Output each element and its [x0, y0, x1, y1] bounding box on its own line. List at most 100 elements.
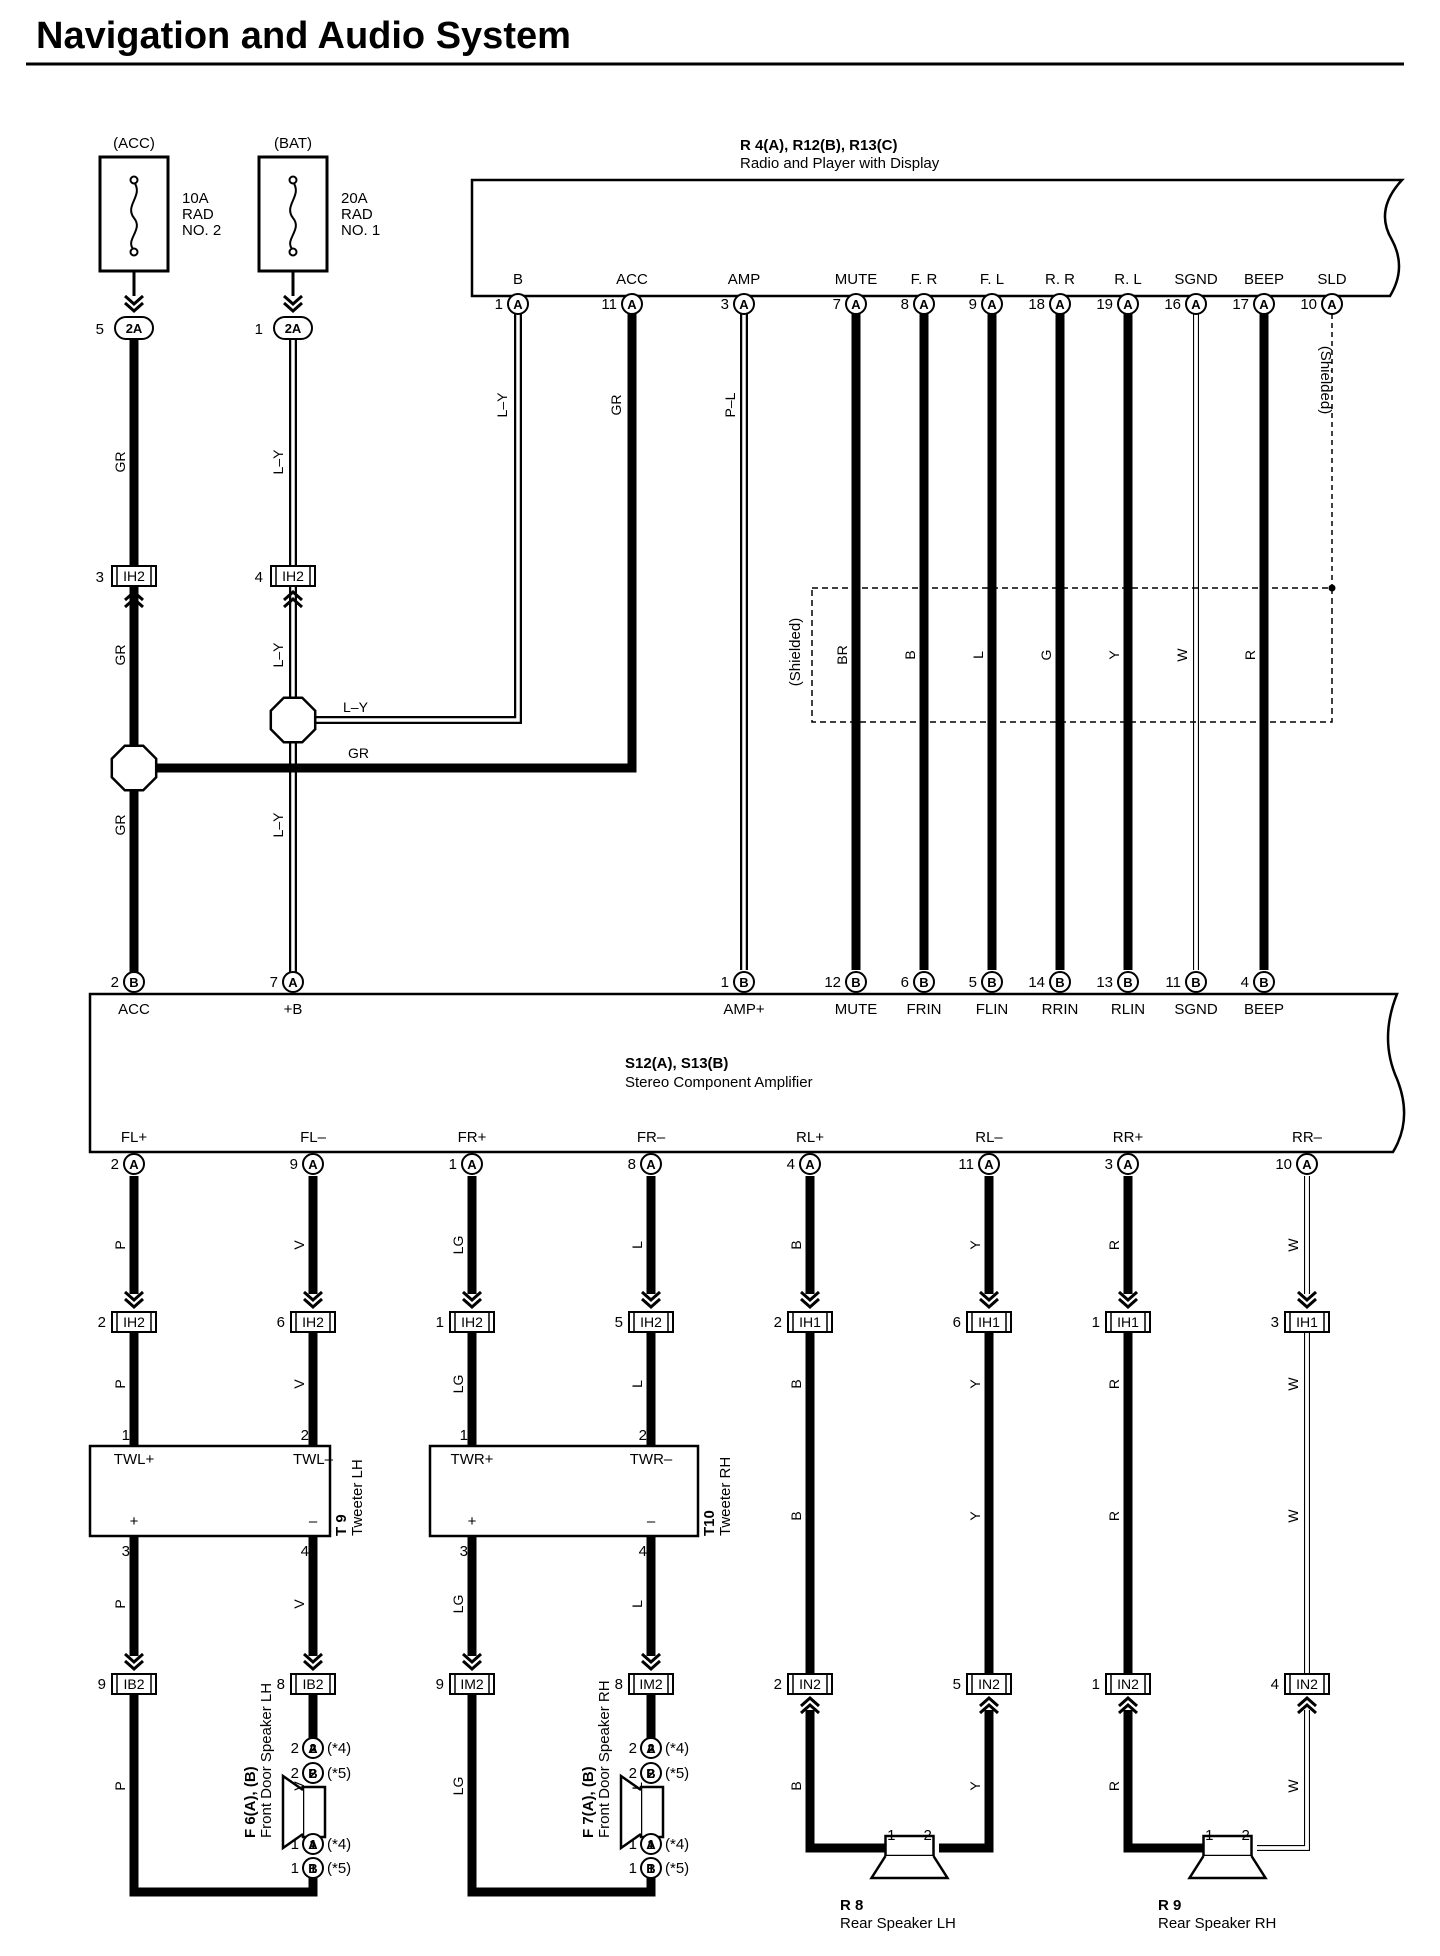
tw-0-pin-in2: 2 [301, 1427, 309, 1444]
door-1-ca: 2 [647, 1741, 654, 1756]
lj-chevron-7 [1297, 1695, 1317, 1708]
wc-out-d-4: B [788, 1781, 804, 1790]
amp-in-label-5: FLIN [976, 1001, 1009, 1018]
amp-in-label-8: SGND [1174, 1001, 1218, 1018]
amp-out-conn-5: A [984, 1157, 994, 1172]
rear-1-cone [1187, 1855, 1268, 1880]
lower-junc-6-box [1105, 1673, 1151, 1695]
out-junc-0-box [111, 1311, 157, 1333]
lower-junc-3-box [628, 1673, 674, 1695]
tw-1-pin-in1: 1 [460, 1427, 468, 1444]
amp-out-conn-3: A [646, 1157, 656, 1172]
amp-out-label-3: FR– [637, 1129, 666, 1146]
door-0-nb2: (*5) [327, 1860, 351, 1877]
radio-pin-num-10: 10 [1300, 296, 1317, 313]
out-junc-pin-3: 5 [615, 1314, 623, 1331]
door-0-loop [129, 1694, 318, 1897]
tw-0-pin-out2: 4 [301, 1543, 309, 1560]
amp-in-label-2: AMP+ [723, 1001, 765, 1018]
door-0-na2: (*4) [327, 1836, 351, 1853]
lj-chevron-4 [800, 1695, 820, 1708]
out-junc-pin-7: 3 [1271, 1314, 1279, 1331]
out-junc-6: IH1 [1117, 1314, 1139, 1330]
amp-in-conn-6-ring [1049, 971, 1071, 993]
lj-chevron-3 [641, 1652, 661, 1665]
amp-out-conn-4: A [805, 1157, 815, 1172]
amp-in-conn-4: B [919, 975, 928, 990]
out-junc-5: IH1 [978, 1314, 1000, 1330]
lj-chevron-6 [1118, 1695, 1138, 1708]
wc-fuse0-c: GR [112, 815, 128, 836]
page-title: Navigation and Audio System [36, 15, 571, 57]
wc-out-c-1: V [291, 1599, 307, 1609]
radio-pin-label-0: B [513, 271, 523, 288]
amp-out-num-6: 3 [1105, 1156, 1113, 1173]
radio-pin-num-8: 16 [1164, 296, 1181, 313]
lj-chevron-2 [462, 1652, 482, 1665]
rear-0-wire-a [805, 1710, 920, 1853]
wc-out-d-0: P [112, 1781, 128, 1790]
wc-radio-1: GR [608, 395, 624, 416]
fuse-0-name2: NO. 2 [182, 222, 221, 239]
out-chevron-0-2 [124, 1297, 144, 1310]
door-0-cc: 1 [309, 1837, 316, 1852]
lj-chevron-2-2 [462, 1659, 482, 1672]
lj-chevron-3-2 [641, 1659, 661, 1672]
out-chevron-1 [303, 1290, 323, 1303]
out-junc-pin-2: 1 [436, 1314, 444, 1331]
wc-radio-5-bg [970, 639, 986, 671]
radio-pin-num-3: 7 [833, 296, 841, 313]
fuse-1-conn: 2A [285, 321, 302, 336]
door-0-cb-letter: B [308, 1766, 317, 1781]
fuse-0-element [130, 181, 138, 251]
wc-out-d-4-bg [788, 1770, 804, 1802]
out-junc-3: IH2 [640, 1314, 662, 1330]
amp-in-conn-5-ring [981, 971, 1003, 993]
wc-radio-9: R [1242, 650, 1258, 660]
out-junc-4: IH1 [799, 1314, 821, 1330]
out-chevron-3-2 [641, 1297, 661, 1310]
amp-out-conn-7: A [1302, 1157, 1312, 1172]
tw-0-pos: TWL+ [114, 1451, 155, 1468]
fuse-0-dot-bot [129, 247, 139, 257]
out-chevron-2 [462, 1290, 482, 1303]
lj-chevron-0-2 [124, 1659, 144, 1672]
door-0-cd: 1 [309, 1861, 316, 1876]
radio-pin-label-9: BEEP [1244, 271, 1284, 288]
tw-1-pin-in2: 2 [639, 1427, 647, 1444]
out-junc-pin-5: 6 [953, 1314, 961, 1331]
wc-out-d-0-bg [112, 1770, 128, 1802]
amp-out-num-2: 1 [449, 1156, 457, 1173]
fuse-0-name1: RAD [182, 206, 214, 223]
tw-0-code: T 9 [333, 1514, 350, 1536]
fuse-1-chevron [283, 294, 303, 307]
radio-pin-conn-3-ring [845, 293, 867, 315]
out-chevron-7 [1297, 1290, 1317, 1303]
tw-0-minus: – [309, 1513, 318, 1530]
lj-chevron-1-2 [303, 1659, 323, 1672]
amp-code: S12(A), S13(B) [625, 1055, 728, 1072]
door-0-ca-ring [302, 1737, 324, 1759]
door-0-magnet [301, 1785, 327, 1839]
wc-out-b-2: LG [450, 1375, 466, 1394]
amp-in-num-4: 6 [901, 974, 909, 991]
wc-out-d-6: R [1106, 1781, 1122, 1791]
sld-shield-label: (Shielded) [1317, 346, 1334, 414]
rear-0-p1: 1 [887, 1827, 895, 1844]
wc-out-c-5-bg [967, 1500, 983, 1532]
ih2-top-1-chevron-2 [283, 596, 303, 609]
out-chevron-7-2 [1297, 1297, 1317, 1310]
amp-in-conn-2: B [739, 975, 748, 990]
wc-out-d-2: LG [450, 1777, 466, 1796]
lj-chevron-6-2 [1118, 1702, 1138, 1715]
wc-fuse1-b: L–Y [270, 642, 286, 668]
door-1-ca-letter: A [646, 1741, 656, 1756]
amp-in-label-7: RLIN [1111, 1001, 1145, 1018]
wc-fuse1-c-bg [270, 809, 286, 841]
out-junc-1: IH2 [302, 1314, 324, 1330]
tw-1-pos: TWR+ [451, 1451, 494, 1468]
wc-radio-4: B [902, 650, 918, 659]
wc-out-a-0: P [112, 1240, 128, 1249]
amp-out-conn-2-ring [461, 1153, 483, 1175]
